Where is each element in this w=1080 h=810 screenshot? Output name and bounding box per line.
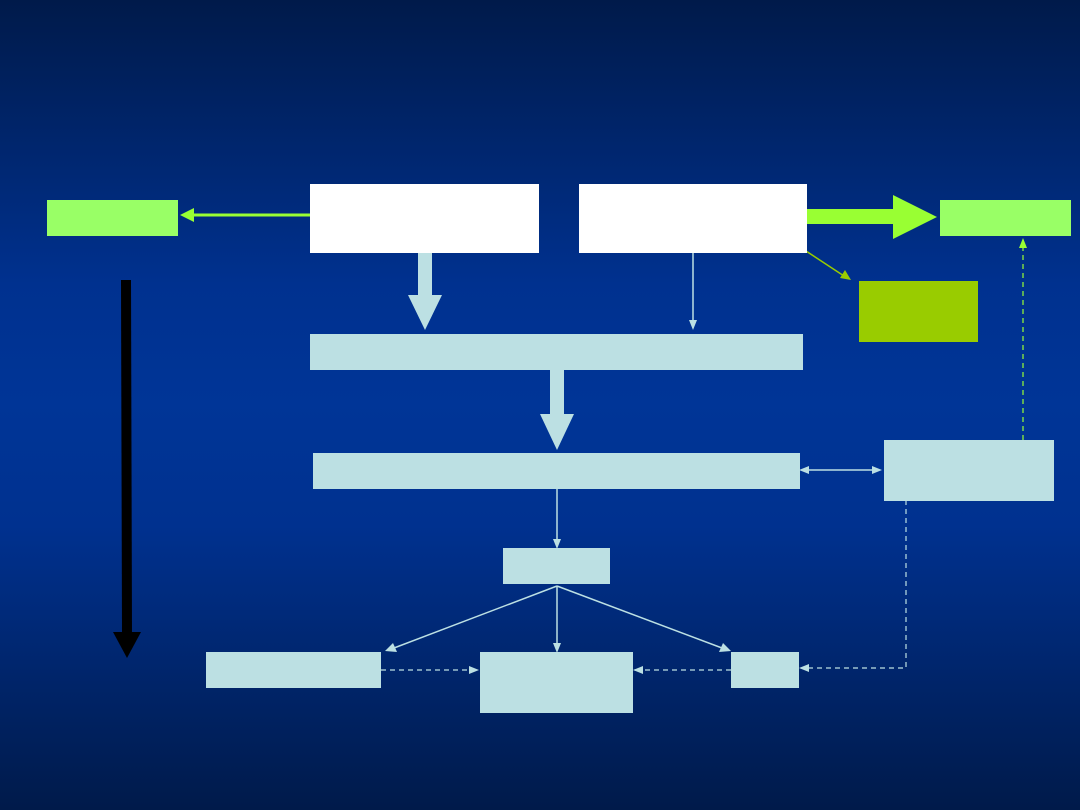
node-source-a: [310, 184, 539, 253]
timeline-arrow-shaft: [121, 279, 132, 636]
thick-arrow-shaft-source-a: [418, 253, 432, 297]
arrow-head-left-output: [180, 208, 194, 222]
thick-arrow-head-right-output: [893, 195, 937, 239]
arrow-head-source-b-combined: [689, 320, 697, 330]
arrow-head-outcome-center: [553, 643, 561, 653]
node-branch: [503, 548, 610, 584]
node-right-output: [940, 200, 1071, 236]
arrow-head-left-to-center: [469, 666, 479, 674]
arrow-head-right-to-center: [633, 666, 643, 674]
arrow-head-outcome-left: [385, 643, 397, 652]
node-outcome-center: [480, 652, 633, 713]
node-feedback-box: [884, 440, 1054, 501]
node-outcome-right: [731, 652, 799, 688]
dashed-arrow-feedback-to-outcome-right: [808, 500, 907, 669]
arrow-branch-to-outcome-right: [556, 585, 723, 649]
node-main-stage: [313, 453, 800, 489]
arrow-head-to-main: [799, 466, 809, 474]
arrow-source-b-to-side-product: [805, 250, 845, 277]
node-source-b: [579, 184, 807, 253]
node-side-product: [859, 281, 978, 342]
arrow-head-right-output-up: [1019, 238, 1027, 248]
node-left-output: [47, 200, 178, 236]
thick-arrow-shaft-right-output: [806, 209, 896, 224]
node-outcome-left: [206, 652, 381, 688]
arrow-head-to-feedback: [872, 466, 882, 474]
arrow-head-feedback-outcome-right: [799, 664, 809, 672]
node-combined-stage: [310, 334, 803, 370]
arrow-branch-to-outcome-left: [393, 585, 558, 649]
arrow-head-outcome-right: [719, 643, 731, 652]
arrow-head-side-product: [840, 270, 851, 280]
thick-arrow-shaft-combined: [550, 369, 564, 416]
arrow-head-branch: [553, 539, 561, 549]
thick-arrow-head-source-a: [408, 295, 442, 330]
thick-arrow-head-combined: [540, 414, 574, 450]
timeline-arrow-head: [113, 632, 141, 658]
